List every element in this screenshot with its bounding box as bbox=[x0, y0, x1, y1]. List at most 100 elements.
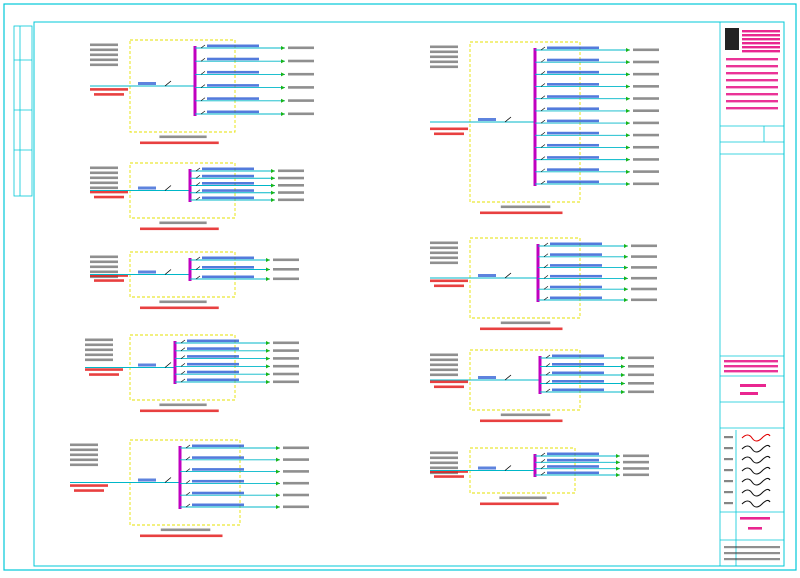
breaker-symbol bbox=[540, 180, 546, 185]
cad-text-line bbox=[430, 50, 458, 54]
feeder-circuit bbox=[175, 347, 299, 353]
cad-text-line bbox=[140, 227, 219, 231]
distribution-panel-l1 bbox=[90, 39, 314, 145]
cad-text-line bbox=[207, 70, 259, 74]
cad-text-line bbox=[633, 121, 659, 125]
breaker-symbol bbox=[543, 242, 549, 247]
date-scale-line bbox=[724, 552, 780, 555]
main-breaker-label bbox=[138, 478, 156, 482]
cad-text-line bbox=[430, 380, 468, 384]
breaker-symbol bbox=[200, 110, 206, 115]
feeder-arrow bbox=[626, 108, 630, 113]
cad-text-line bbox=[631, 255, 657, 258]
breaker-symbol bbox=[195, 196, 201, 201]
cad-text-line bbox=[192, 468, 244, 471]
feeder-circuit bbox=[540, 354, 654, 360]
drawing-number-line bbox=[740, 517, 770, 520]
cad-text-line bbox=[628, 373, 654, 377]
feeder-arrow bbox=[626, 72, 630, 77]
breaker-symbol bbox=[195, 275, 201, 280]
feeder-arrow bbox=[266, 356, 270, 361]
distribution-panel-l3 bbox=[90, 251, 299, 310]
cad-text-line bbox=[499, 496, 547, 500]
breaker-symbol bbox=[180, 355, 186, 359]
cad-text-line bbox=[70, 463, 98, 467]
cad-text-line bbox=[631, 298, 657, 302]
cad-text-line bbox=[273, 277, 299, 281]
main-switch-symbol bbox=[504, 374, 512, 381]
breaker-symbol bbox=[540, 119, 546, 124]
title-block-content bbox=[724, 28, 780, 561]
cad-text-line bbox=[90, 255, 118, 259]
cad-text-line bbox=[90, 176, 118, 180]
feeder-circuit bbox=[535, 168, 659, 174]
cad-text-line bbox=[159, 135, 207, 139]
breaker-symbol bbox=[185, 491, 191, 496]
cad-text-line bbox=[500, 321, 551, 325]
cad-text-line bbox=[85, 343, 113, 347]
cad-text-line bbox=[94, 195, 124, 199]
cad-text-line bbox=[187, 362, 239, 366]
feeder-circuit bbox=[175, 362, 299, 369]
cad-text-line bbox=[547, 458, 599, 462]
feeder-circuit bbox=[538, 274, 657, 281]
feeder-circuit bbox=[195, 84, 314, 90]
cad-text-line bbox=[192, 444, 244, 448]
feeder-circuit bbox=[538, 285, 657, 292]
cad-text-line bbox=[207, 44, 259, 48]
cad-text-line bbox=[547, 131, 599, 135]
feeder-arrow bbox=[624, 254, 628, 259]
cad-text-line bbox=[283, 446, 309, 450]
company-info-line bbox=[726, 100, 778, 103]
company-name-line bbox=[742, 34, 780, 37]
cad-text-line bbox=[547, 452, 599, 456]
cad-text-line bbox=[552, 354, 604, 358]
feeder-circuit bbox=[175, 355, 299, 361]
cad-text-line bbox=[85, 353, 113, 357]
main-breaker-label bbox=[138, 270, 156, 274]
breaker-symbol bbox=[540, 471, 546, 476]
feeder-arrow bbox=[624, 298, 628, 302]
feeder-circuit bbox=[540, 380, 654, 386]
feeder-arrow bbox=[281, 72, 285, 77]
cad-text-line bbox=[434, 284, 464, 288]
breaker-symbol bbox=[540, 58, 546, 63]
feeder-arrow bbox=[624, 244, 628, 248]
company-name-line bbox=[742, 38, 780, 41]
feeder-circuit bbox=[180, 468, 309, 474]
breaker-symbol bbox=[200, 71, 206, 75]
cad-text-line bbox=[90, 265, 118, 269]
feeder-circuit bbox=[180, 479, 309, 486]
cad-text-line bbox=[89, 373, 119, 376]
feeder-arrow bbox=[621, 381, 625, 386]
cad-text-line bbox=[547, 465, 599, 468]
cad-text-line bbox=[430, 55, 458, 59]
main-breaker-label bbox=[478, 118, 496, 121]
cad-text-line bbox=[202, 275, 254, 279]
feeder-arrow bbox=[271, 183, 275, 188]
feeder-circuit bbox=[195, 57, 314, 64]
breaker-symbol bbox=[540, 95, 546, 99]
feeder-arrow bbox=[626, 169, 630, 174]
cad-text-line bbox=[90, 88, 128, 91]
signature-mark bbox=[741, 488, 771, 497]
drawing-number-line bbox=[748, 527, 762, 530]
cad-text-line bbox=[192, 479, 244, 483]
cad-text-line bbox=[633, 48, 659, 52]
distribution-panel-l4 bbox=[85, 334, 299, 413]
cad-text-line bbox=[202, 167, 254, 171]
breaker-symbol bbox=[540, 71, 546, 75]
cad-text-line bbox=[159, 221, 207, 225]
date-scale-line bbox=[724, 546, 780, 549]
feeder-arrow bbox=[281, 98, 285, 103]
cad-text-line bbox=[140, 306, 219, 310]
cad-text-line bbox=[628, 390, 654, 394]
breaker-symbol bbox=[545, 388, 551, 393]
feeder-circuit bbox=[195, 110, 314, 116]
cad-text-line bbox=[160, 528, 211, 532]
cad-text-line bbox=[85, 368, 123, 371]
feeder-circuit bbox=[535, 156, 659, 162]
breaker-symbol bbox=[185, 503, 191, 508]
feeder-circuit bbox=[535, 452, 649, 458]
cad-text-line bbox=[430, 60, 458, 64]
